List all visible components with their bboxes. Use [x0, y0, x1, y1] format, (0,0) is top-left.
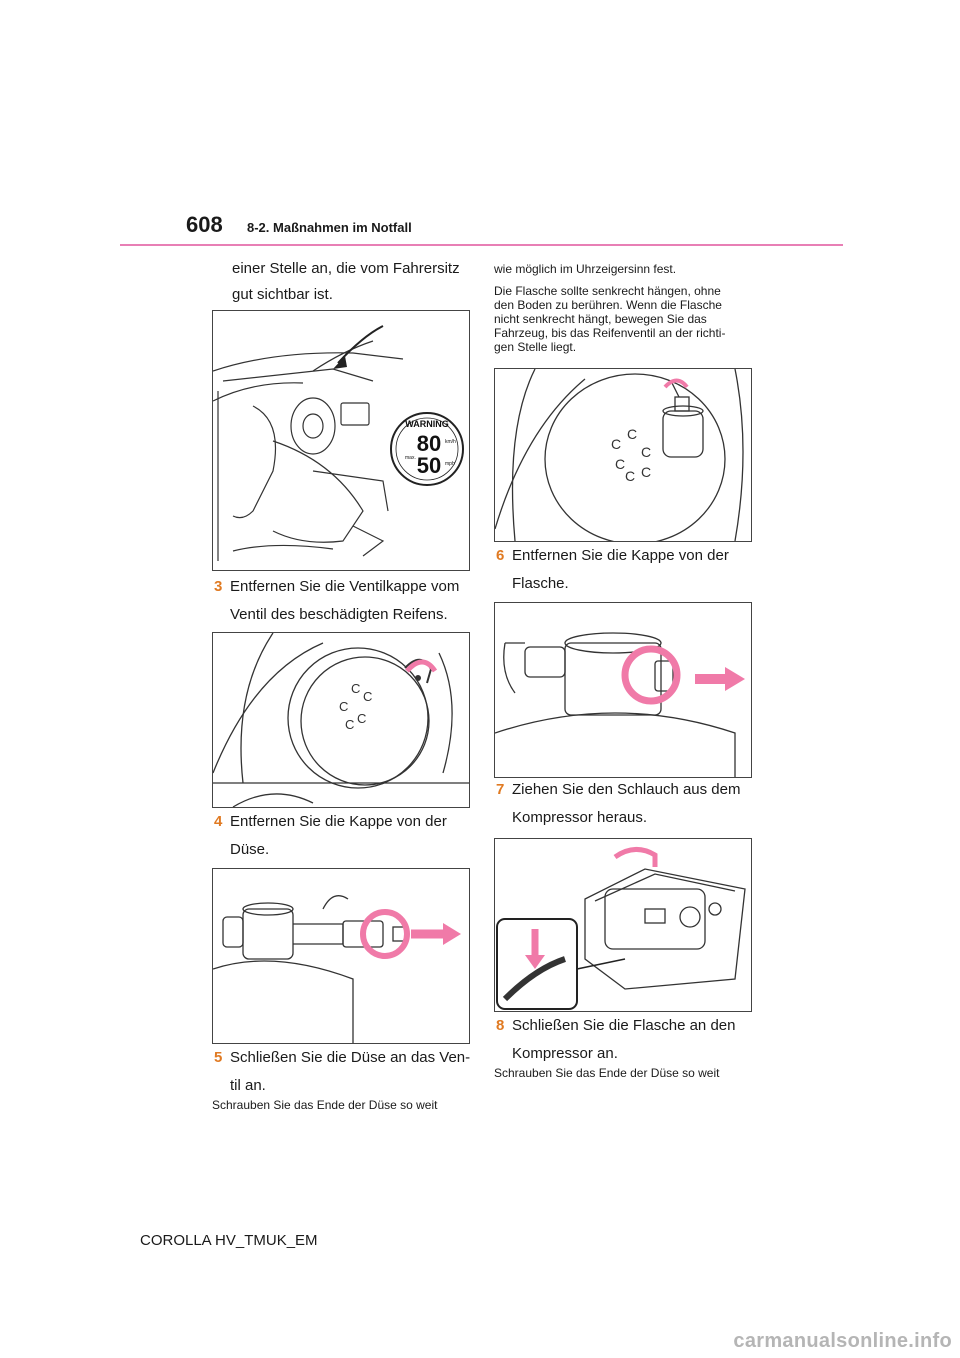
svg-text:C: C: [357, 711, 366, 726]
figure-compressor-hose: [494, 838, 752, 1012]
step-7-number: 7: [496, 781, 505, 798]
step-8-line-2: Kompressor an.: [512, 1045, 618, 1062]
step-5-line-2: til an.: [230, 1077, 266, 1094]
model-code: COROLLA HV_TMUK_EM: [140, 1232, 318, 1249]
step-5-continued: wie möglich im Uhrzeigersinn fest.: [494, 262, 677, 276]
step-3-number: 3: [214, 578, 223, 595]
page-number: 608: [186, 212, 223, 237]
svg-text:C: C: [641, 444, 651, 460]
step-3-line-2: Ventil des beschädigten Reifens.: [230, 606, 448, 623]
pointer-arrow: [337, 325, 384, 364]
intro-line-2: gut sichtbar ist.: [232, 286, 333, 303]
warning-title: WARNING: [405, 419, 449, 429]
unit-kmh: km/h: [445, 439, 456, 445]
pull-arrow-head: [443, 923, 461, 945]
note-line: nicht senkrecht hängt, bewegen Sie das: [494, 312, 707, 326]
interior-illustration: WARNING 80 50 max. km/h mph: [213, 325, 464, 561]
section-title: 8-2. Maßnahmen im Notfall: [247, 220, 412, 235]
figure-bottle-cap: [494, 602, 752, 778]
rotate-arrow: [360, 909, 410, 959]
svg-text:C: C: [339, 699, 348, 714]
watermark: carmanualsonline.info: [733, 1330, 952, 1352]
svg-text:C: C: [615, 456, 625, 472]
note-line: den Boden zu berühren. Wenn die Flasche: [494, 298, 722, 312]
svg-text:C: C: [363, 689, 372, 704]
step-4-line-1: Entfernen Sie die Kappe von der: [230, 813, 447, 830]
step-8-note: Schrauben Sie das Ende der Düse so weit: [494, 1066, 720, 1080]
step-6-number: 6: [496, 547, 505, 564]
step-4-number: 4: [214, 813, 223, 830]
step-6: 6 Entfernen Sie die Kappe von der Flasche…: [496, 542, 729, 598]
step-8-number: 8: [496, 1017, 505, 1034]
note-line: gen Stelle liegt.: [494, 340, 577, 354]
wheel-illustration: CC CC C: [213, 633, 469, 807]
svg-text:C: C: [351, 681, 360, 696]
unit-mph: mph: [445, 461, 455, 467]
step-4-line-2: Düse.: [230, 841, 270, 858]
nozzle-illustration: [213, 895, 461, 1043]
step-8: 8 Schließen Sie die Flasche an den Kompre…: [496, 1012, 735, 1068]
step-5-note: Schrauben Sie das Ende der Düse so weit: [212, 1098, 438, 1112]
step-5: 5 Schließen Sie die Düse an das Ven- til …: [214, 1044, 470, 1100]
rotate-arrow: [405, 659, 438, 673]
max-label: max.: [405, 455, 416, 461]
step-8-line-1: Schließen Sie die Flasche an den: [512, 1017, 736, 1034]
svg-text:C: C: [625, 468, 635, 484]
compressor-illustration: [496, 847, 746, 1010]
rotate-arrow: [621, 645, 681, 705]
rotate-arrow: [613, 847, 658, 867]
step-3-line-1: Entfernen Sie die Ventilkappe vom: [230, 578, 460, 595]
step-4: 4 Entfernen Sie die Kappe von der Düse.: [214, 808, 447, 864]
svg-text:C: C: [611, 436, 621, 452]
step-7-line-1: Ziehen Sie den Schlauch aus dem: [512, 781, 741, 798]
step-5-number: 5: [214, 1049, 223, 1066]
step-5-line-1: Schließen Sie die Düse an das Ven-: [230, 1049, 471, 1066]
rotate-arrow: [663, 378, 689, 389]
step-7: 7 Ziehen Sie den Schlauch aus dem Kompres…: [496, 776, 740, 832]
header-rule: [120, 244, 843, 246]
hanging-note: Die Flasche sollte senkrecht hängen, ohn…: [494, 284, 754, 354]
intro-line-1: einer Stelle an, die vom Fahrersitz: [232, 260, 460, 277]
step-3: 3 Entfernen Sie die Ventilkappe vom Venti…: [214, 573, 459, 629]
speed-mph: 50: [417, 453, 441, 478]
step-7-line-2: Kompressor heraus.: [512, 809, 648, 826]
warning-sticker: WARNING 80 50 max. km/h mph: [390, 412, 464, 486]
step-6-line-1: Entfernen Sie die Kappe von der: [512, 547, 729, 564]
bottle-cap-illustration: [495, 632, 745, 777]
press-arrow-head: [525, 955, 545, 969]
pull-arrow-head: [725, 667, 745, 691]
speed-kmh: 80: [417, 431, 441, 456]
figure-nozzle-cap: [212, 868, 470, 1044]
svg-text:C: C: [627, 426, 637, 442]
note-line: Fahrzeug, bis das Reifenventil an der ri…: [494, 326, 726, 340]
note-line: Die Flasche sollte senkrecht hängen, ohn…: [494, 284, 721, 298]
step-6-line-2: Flasche.: [512, 575, 569, 592]
intro-text: einer Stelle an, die vom Fahrersitz gut …: [232, 256, 460, 308]
svg-text:C: C: [641, 464, 651, 480]
figure-interior-warning-label: WARNING 80 50 max. km/h mph: [212, 310, 470, 571]
svg-text:C: C: [345, 717, 354, 732]
